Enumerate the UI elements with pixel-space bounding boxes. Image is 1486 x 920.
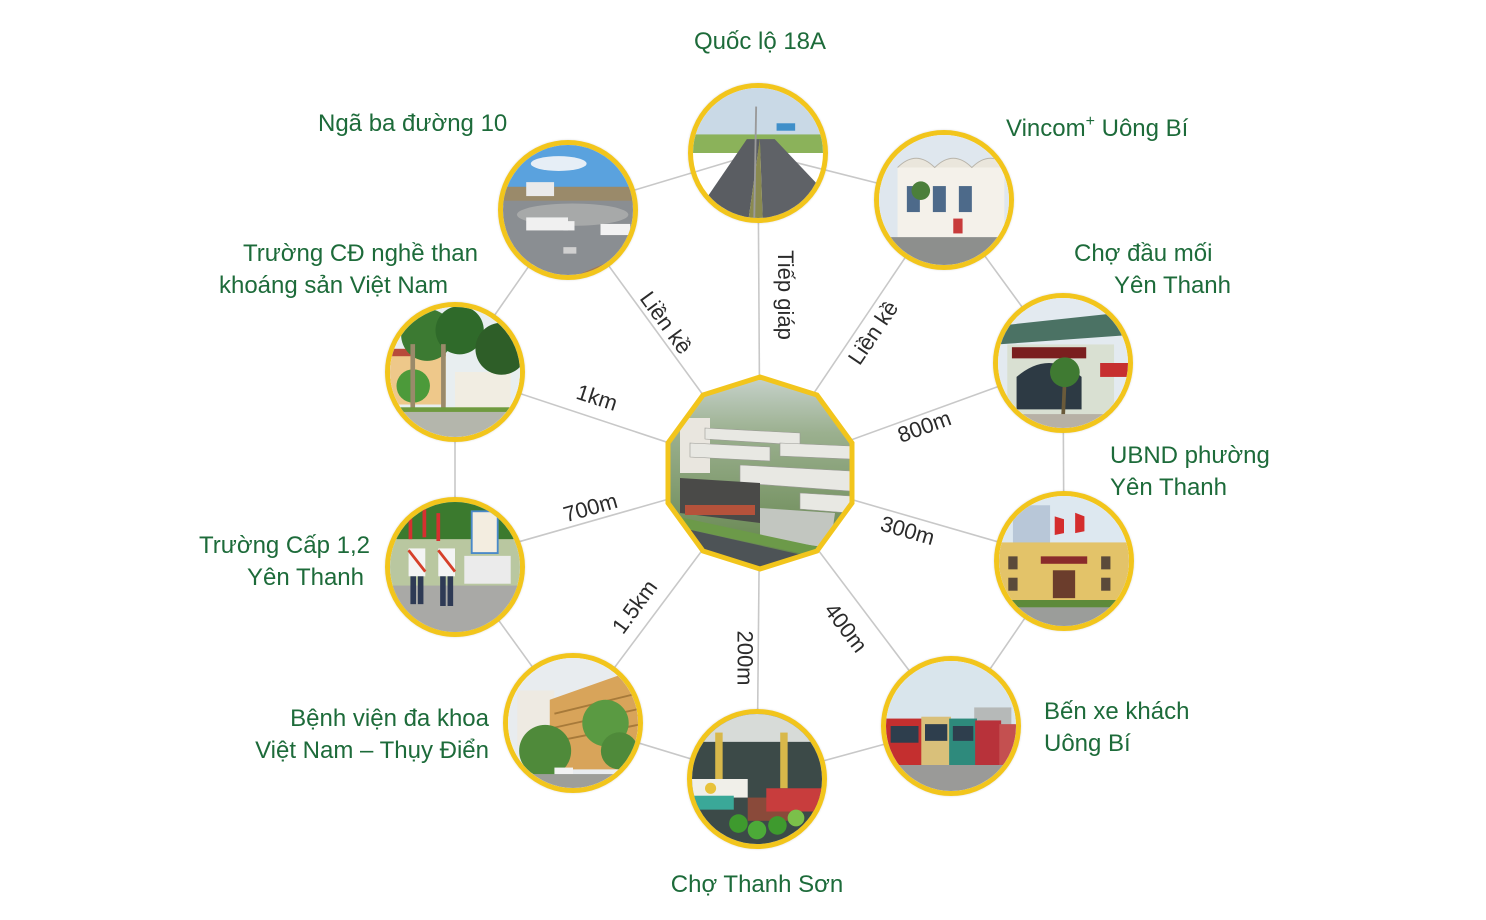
label-text: Vincom	[1006, 115, 1086, 142]
distance-cho-thanh-son: 200m	[732, 630, 758, 686]
label-line: Việt Nam – Thụy Điển	[255, 737, 489, 764]
node-cho-thanh-son	[687, 709, 827, 849]
intersection-image	[503, 145, 633, 275]
label-line: Yên Thanh	[1110, 474, 1227, 501]
mall-image	[879, 135, 1009, 265]
label-line: Bệnh viện đa khoa	[290, 705, 489, 732]
label-line: Uông Bí	[1044, 730, 1131, 757]
label-cho-thanh-son: Chợ Thanh Sơn	[640, 869, 874, 901]
node-quoc-lo-18a	[688, 83, 828, 223]
label-truong-cap: Trường Cấp 1,2 Yên Thanh	[180, 530, 370, 594]
label-superscript: +	[1085, 113, 1095, 130]
label-text: Chợ Thanh Sơn	[670, 871, 844, 898]
node-vincom	[874, 130, 1014, 270]
label-text: Quốc lộ 18A	[693, 28, 827, 55]
label-line: Chợ đầu mối	[1074, 240, 1213, 267]
label-ben-xe: Bến xe khách Uông Bí	[1044, 696, 1189, 760]
label-line: Bến xe khách	[1044, 698, 1190, 725]
government-building-image	[999, 496, 1129, 626]
college-campus-image	[390, 307, 520, 437]
school-parade-image	[390, 502, 520, 632]
produce-market-image	[692, 714, 822, 844]
label-benh-vien: Bệnh viện đa khoa Việt Nam – Thụy Điển	[180, 703, 489, 767]
label-text: Uông Bí	[1094, 115, 1189, 142]
node-ubnd	[994, 491, 1134, 631]
label-ubnd: UBND phường Yên Thanh	[1110, 440, 1270, 504]
label-line: Trường CĐ nghề than	[242, 240, 478, 267]
label-line: Yên Thanh	[247, 564, 364, 591]
label-truong-cd: Trường CĐ nghề than khoáng sản Việt Nam	[180, 238, 478, 302]
highway-image	[693, 88, 823, 218]
label-line: Yên Thanh	[1114, 272, 1231, 299]
bus-station-image	[886, 661, 1016, 791]
label-quoc-lo-18a: Quốc lộ 18A	[660, 26, 860, 58]
hospital-image	[508, 658, 638, 788]
node-truong-cd	[385, 302, 525, 442]
node-truong-cap	[385, 497, 525, 637]
distance-quoc-lo-18a: Tiếp giáp	[772, 250, 798, 340]
label-vincom: Vincom+ Uông Bí	[1006, 106, 1188, 145]
node-cho-dau-moi	[993, 293, 1133, 433]
label-line: UBND phường	[1110, 442, 1270, 469]
node-benh-vien	[503, 653, 643, 793]
project-site-hub	[660, 373, 860, 573]
market-gate-image	[998, 298, 1128, 428]
label-text: Ngã ba đường 10	[318, 110, 508, 137]
label-nga-ba: Ngã ba đường 10	[318, 108, 507, 140]
project-site-image	[665, 374, 855, 572]
node-nga-ba	[498, 140, 638, 280]
node-ben-xe	[881, 656, 1021, 796]
label-cho-dau-moi: Chợ đầu mối Yên Thanh	[1074, 238, 1231, 302]
label-line: Trường Cấp 1,2	[199, 532, 370, 559]
label-line: khoáng sản Việt Nam	[218, 272, 448, 299]
